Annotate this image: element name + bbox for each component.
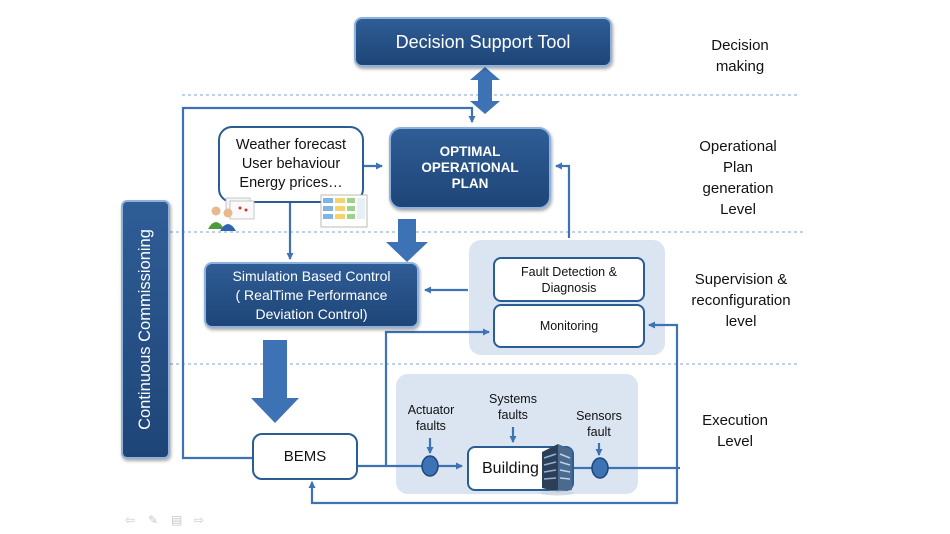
slide-prev-icon[interactable]: ⇦ [125, 513, 136, 527]
decision-support-tool-label: Decision Support Tool [395, 31, 571, 52]
users-icon [208, 197, 255, 231]
slide-pen-icon[interactable]: ✎ [148, 513, 159, 527]
arrow-plan-to-simulation [386, 219, 428, 262]
building-icon [540, 444, 574, 496]
arrow-simulation-to-bems [251, 340, 299, 423]
inputs-label: Weather forecast User behaviour Energy p… [235, 137, 347, 191]
building-label: Building [482, 459, 539, 477]
schedule-table-icon [320, 194, 368, 228]
optimal-plan-box: OPTIMAL OPERATIONAL PLAN [389, 127, 551, 209]
monitoring-box: Monitoring [493, 304, 645, 348]
double-arrow [470, 67, 500, 114]
arrow-supervision-to-plan [555, 162, 571, 238]
level-execution: Execution Level [702, 412, 768, 450]
decision-support-tool-box: Decision Support Tool [354, 17, 612, 67]
level-operational-plan: Operational Plan generation Level [699, 138, 777, 218]
bems-box: BEMS [252, 433, 358, 480]
feedback-to-bems [308, 468, 679, 505]
feedback-to-monitoring [648, 321, 679, 468]
loop-left [181, 106, 476, 460]
slide-next-icon[interactable]: ⇨ [194, 513, 205, 527]
level-decision-making: Decision making [711, 37, 769, 75]
sensor-node [591, 457, 609, 479]
slide-menu-icon[interactable]: ▤ [171, 513, 183, 527]
monitoring-label: Monitoring [539, 319, 599, 333]
continuous-commissioning-label: Continuous Commissioning [136, 229, 155, 430]
fault-detection-box: Fault Detection & Diagnosis [493, 257, 645, 302]
continuous-commissioning-box: Continuous Commissioning [121, 200, 170, 459]
actuator-node [421, 455, 439, 477]
arrow-bems-to-monitoring [384, 328, 490, 466]
sensors-fault-label: Sensors fault [576, 409, 622, 439]
level-supervision: Supervision & reconfiguration level [691, 271, 791, 330]
optimal-plan-label: OPTIMAL OPERATIONAL PLAN [421, 144, 519, 191]
simulation-control-box: Simulation Based Control ( RealTime Perf… [204, 262, 419, 328]
systems-faults-label: Systems faults [489, 392, 537, 422]
simulation-control-label: Simulation Based Control ( RealTime Perf… [232, 267, 391, 322]
fault-detection-label: Fault Detection & Diagnosis [521, 264, 617, 295]
bems-label: BEMS [283, 448, 327, 465]
inputs-box: Weather forecast User behaviour Energy p… [218, 126, 364, 203]
actuator-faults-label: Actuator faults [407, 403, 455, 433]
